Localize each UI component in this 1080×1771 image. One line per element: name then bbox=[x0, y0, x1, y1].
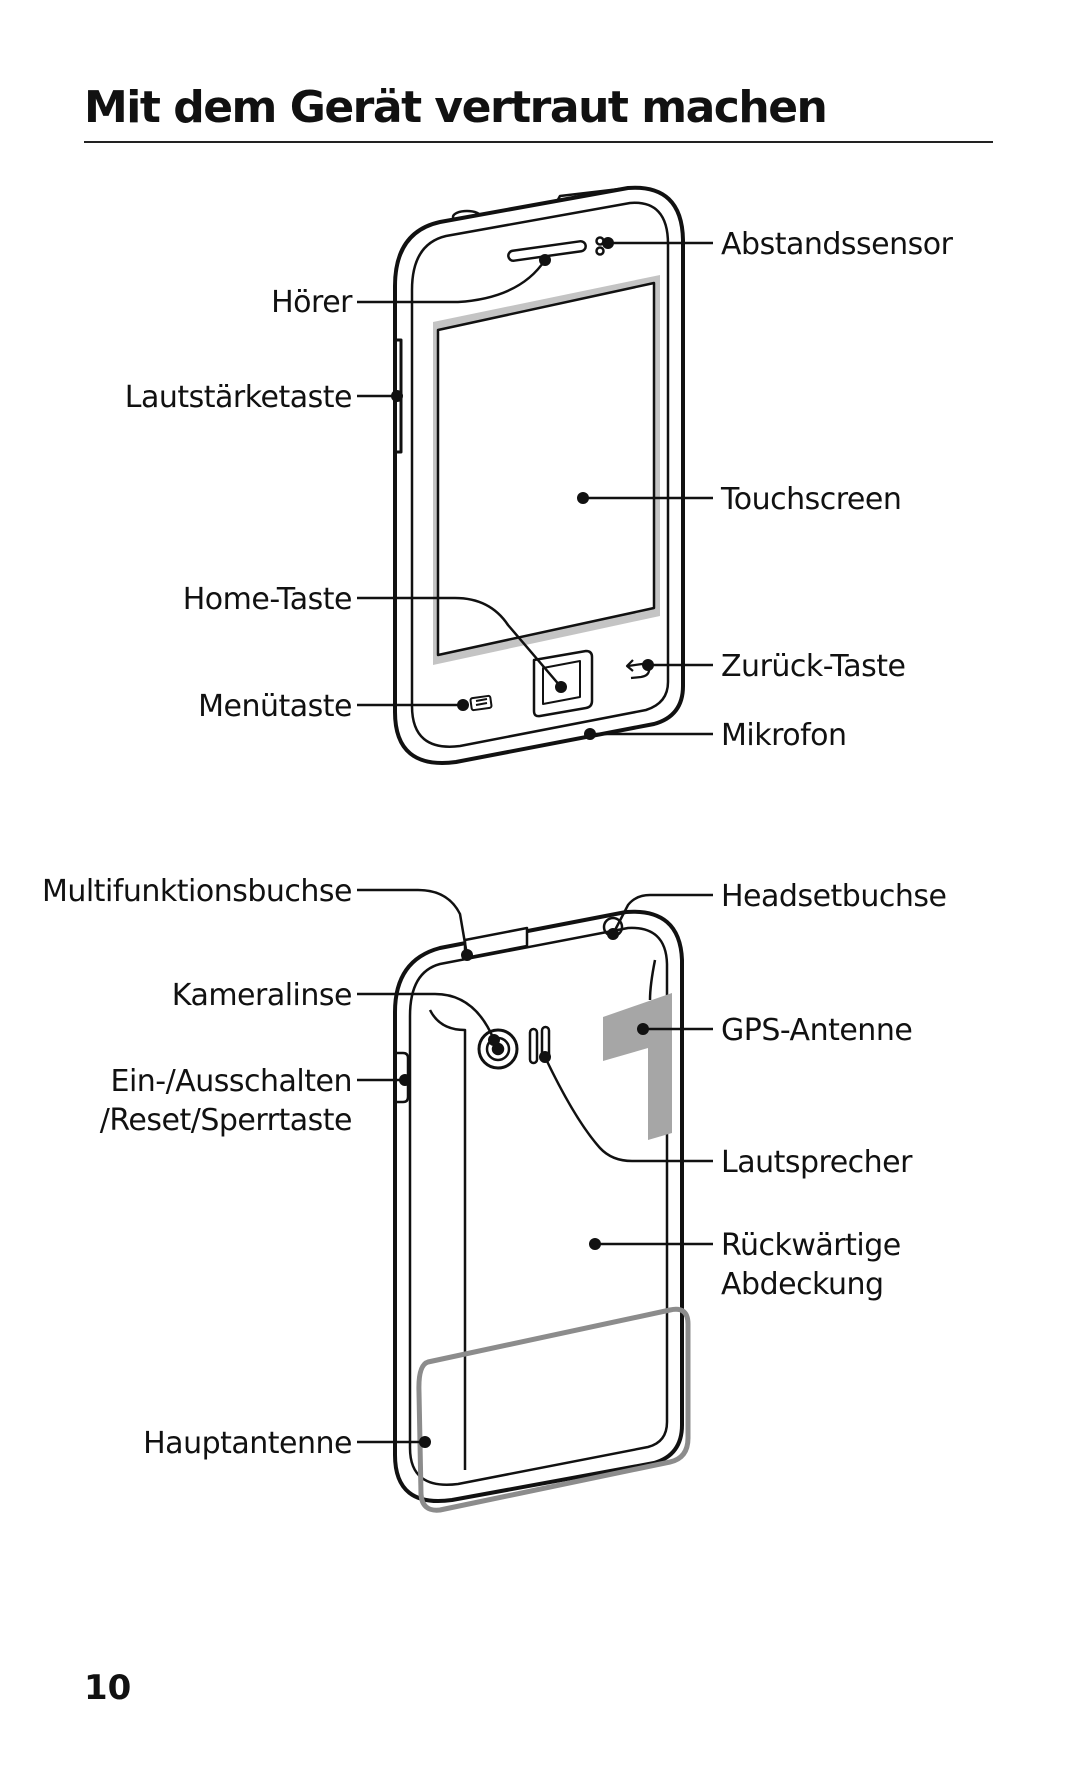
gps-antenna-anchor bbox=[637, 1023, 649, 1035]
speaker-slot bbox=[528, 1027, 539, 1065]
speaker-anchor bbox=[539, 1051, 551, 1063]
page-title: Mit dem Gerät vertraut machen bbox=[84, 82, 828, 133]
microphone-anchor bbox=[584, 728, 596, 740]
front-view-phone bbox=[393, 185, 685, 765]
label-gps-antenna: GPS-Antenne bbox=[721, 1013, 912, 1048]
label-power-key-line2: /Reset/Sperrtaste bbox=[100, 1103, 352, 1138]
label-camera-lens: Kameralinse bbox=[172, 978, 352, 1013]
multifunction-jack-anchor bbox=[461, 949, 473, 961]
volume-key-anchor bbox=[391, 390, 403, 402]
label-main-antenna: Hauptantenne bbox=[143, 1426, 352, 1461]
home-key bbox=[532, 649, 594, 718]
camera-lens-anchor bbox=[488, 1034, 500, 1046]
proximity-sensor-anchor bbox=[602, 237, 614, 249]
earpiece-anchor bbox=[539, 254, 551, 266]
power-key-anchor bbox=[399, 1074, 411, 1086]
back-cover-anchor bbox=[589, 1238, 601, 1250]
back-key-anchor bbox=[642, 659, 654, 671]
label-earpiece: Hörer bbox=[271, 285, 353, 320]
back-view-phone bbox=[393, 909, 691, 1513]
label-speaker: Lautsprecher bbox=[721, 1145, 913, 1180]
touchscreen-anchor bbox=[577, 492, 589, 504]
front-leader-lines bbox=[357, 241, 713, 736]
label-volume-key: Lautstärketaste bbox=[125, 380, 352, 415]
label-menu-key: Menütaste bbox=[198, 689, 352, 724]
label-back-cover-line1: Rückwärtige bbox=[721, 1228, 901, 1263]
back-callout-dots bbox=[399, 928, 649, 1448]
label-proximity-sensor: Abstandssensor bbox=[721, 227, 954, 262]
camera-lens bbox=[477, 1028, 519, 1070]
main-antenna-area bbox=[416, 1306, 691, 1513]
label-touchscreen: Touchscreen bbox=[720, 482, 901, 517]
label-multifunction-jack: Multifunktionsbuchse bbox=[42, 874, 352, 909]
label-back-cover-line2: Abdeckung bbox=[721, 1267, 884, 1302]
label-headset-jack: Headsetbuchse bbox=[721, 879, 946, 914]
label-back-key: Zurück-Taste bbox=[721, 649, 905, 684]
menu-key-anchor bbox=[457, 699, 469, 711]
headset-jack-anchor bbox=[607, 928, 619, 940]
page-number: 10 bbox=[84, 1668, 132, 1708]
front-callout-dots bbox=[391, 237, 654, 740]
label-power-key-line1: Ein-/Ausschalten bbox=[111, 1064, 353, 1099]
label-microphone: Mikrofon bbox=[721, 718, 847, 753]
title-divider bbox=[84, 141, 993, 143]
menu-key-icon bbox=[469, 694, 493, 712]
home-key-anchor bbox=[555, 681, 567, 693]
back-leader-lines bbox=[357, 888, 713, 1444]
label-home-key: Home-Taste bbox=[183, 582, 352, 617]
main-antenna-anchor bbox=[419, 1436, 431, 1448]
